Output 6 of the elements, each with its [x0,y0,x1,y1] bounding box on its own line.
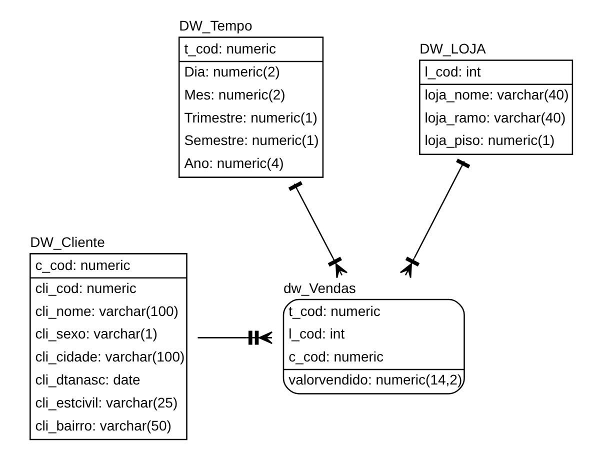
connector [288,181,348,279]
node-label: DW_LOJA [420,40,486,57]
connector [400,158,470,278]
node-label: DW_Tempo [179,18,252,34]
node-label: DW_Cliente [30,234,105,250]
node-label: dw_Vendas [283,280,356,296]
